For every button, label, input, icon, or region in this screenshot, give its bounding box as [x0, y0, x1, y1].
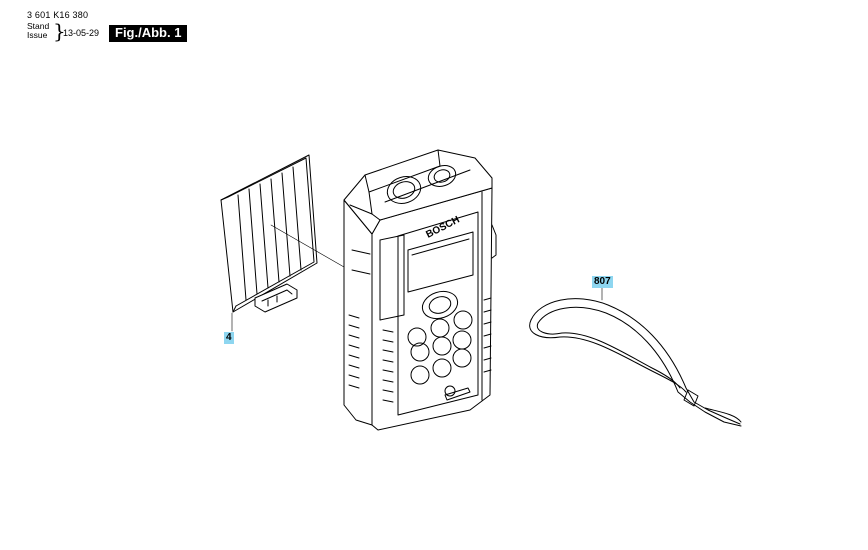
callout-cover-number: 4	[224, 332, 234, 344]
battery-cover	[220, 154, 318, 313]
figure-label: Fig./Abb. 1	[109, 25, 188, 42]
cover-leader-line	[270, 224, 345, 268]
laser-measure-device	[343, 149, 497, 431]
wrist-strap	[529, 298, 742, 427]
stand-issue-labels: Stand Issue	[27, 22, 49, 40]
callout-strap-number: 807	[592, 276, 613, 288]
stand-label: Stand	[27, 21, 50, 31]
issue-date: 13-05-29	[63, 28, 100, 38]
issue-label: Issue	[27, 30, 48, 40]
part-number: 3 601 K16 380	[27, 10, 89, 20]
brace-glyph: }	[53, 19, 66, 43]
